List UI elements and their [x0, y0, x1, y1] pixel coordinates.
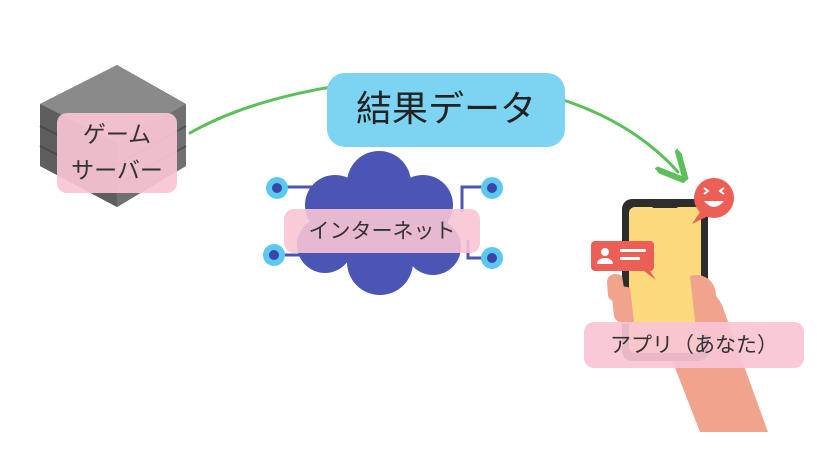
user-bubble-icon	[591, 241, 656, 280]
smartphone-hand-icon	[607, 199, 768, 432]
smiley-bubble-icon	[692, 178, 734, 224]
game-server-label: ゲーム サーバー	[57, 113, 177, 193]
result-data-label: 結果データ	[327, 73, 565, 147]
app-label: アプリ（あなた）	[584, 322, 804, 368]
internet-label: インターネット	[284, 209, 480, 253]
game-server-label-text: ゲーム サーバー	[71, 122, 163, 184]
